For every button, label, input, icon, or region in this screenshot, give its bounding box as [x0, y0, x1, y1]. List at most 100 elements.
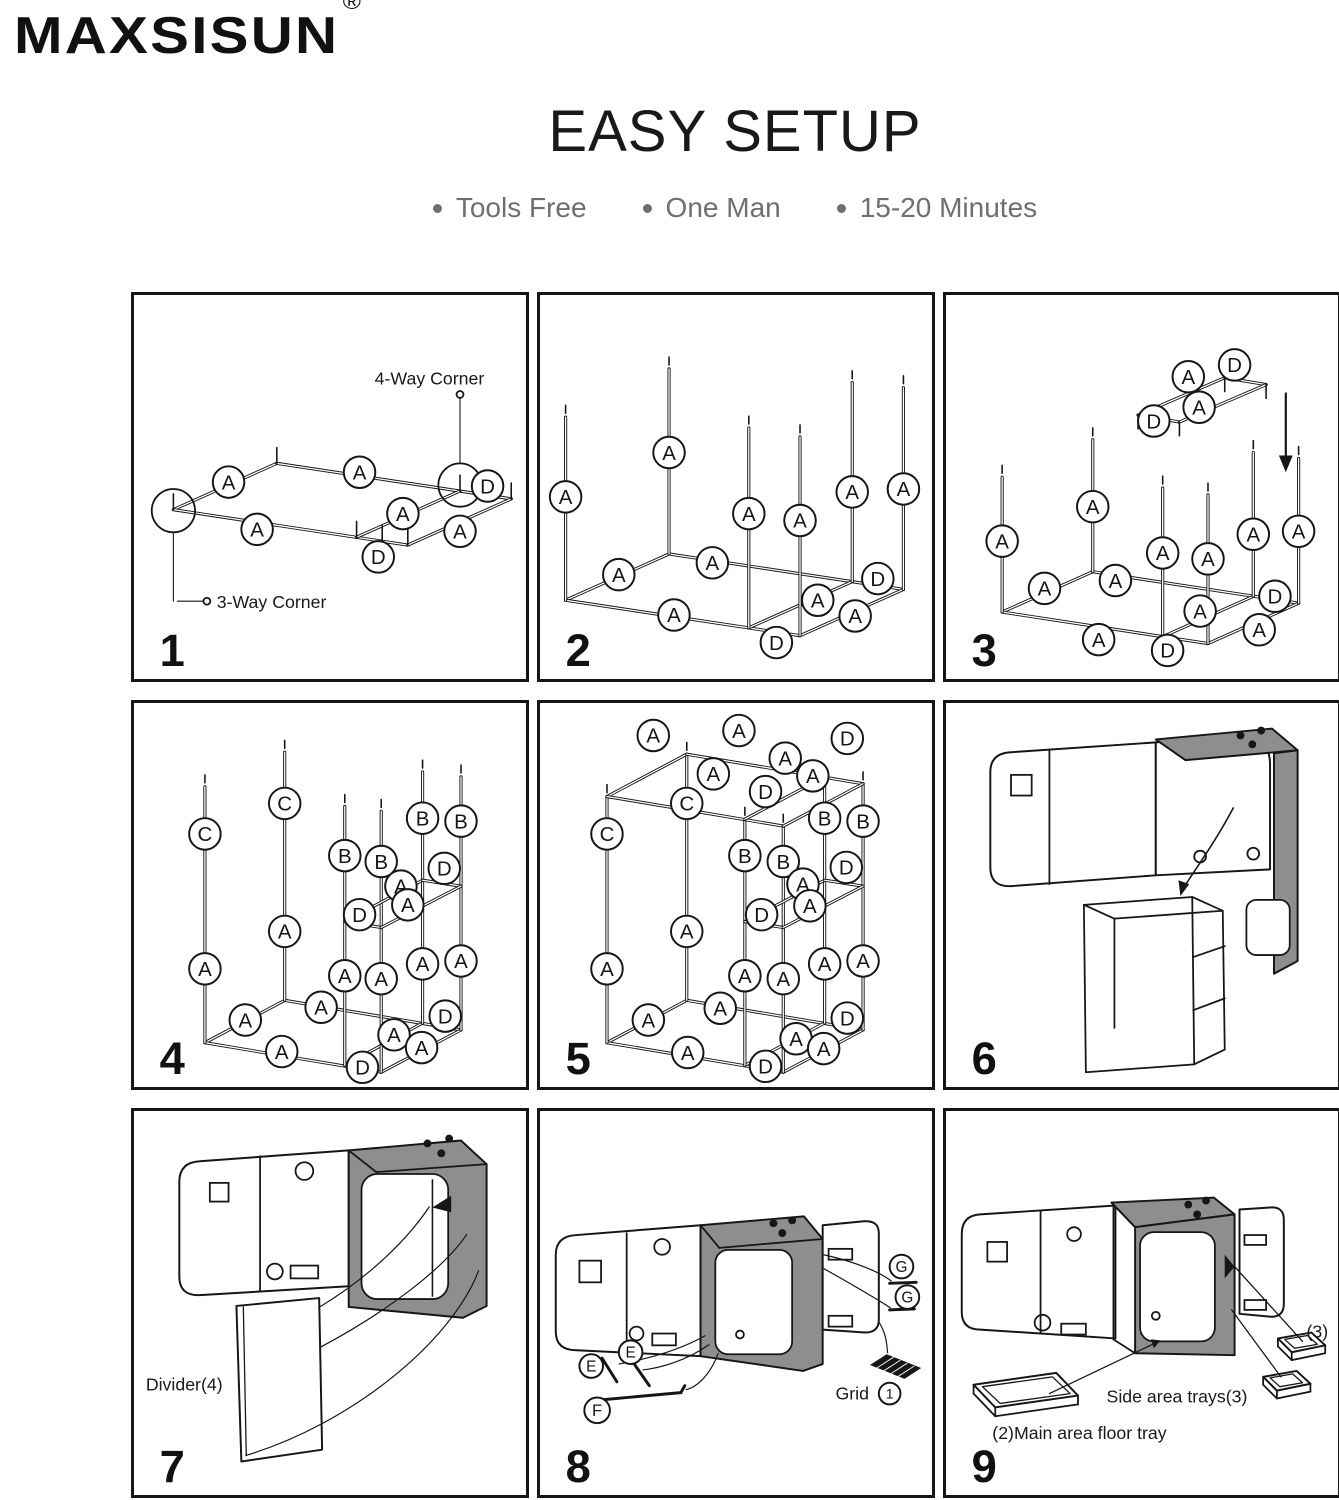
- svg-text:A: A: [1038, 578, 1052, 601]
- step-9-figure: (3)Side area trays(3)(2)Main area floor …: [960, 1196, 1328, 1492]
- part-marker-G: G: [894, 1284, 921, 1310]
- svg-text:A: A: [707, 763, 721, 786]
- panel-number: 3: [972, 625, 997, 676]
- svg-text:A: A: [818, 953, 832, 976]
- svg-text:C: C: [679, 793, 694, 816]
- svg-text:A: A: [396, 503, 410, 526]
- svg-text:A: A: [387, 1024, 401, 1047]
- part-marker-A: A: [985, 524, 1019, 558]
- part-marker-B: B: [364, 844, 398, 879]
- svg-text:A: A: [250, 519, 264, 542]
- part-marker-A: A: [443, 514, 477, 549]
- part-marker-A: A: [211, 465, 246, 499]
- svg-text:A: A: [612, 564, 626, 587]
- bullet-label: One Man: [665, 192, 781, 223]
- part-marker-E: E: [578, 1353, 605, 1379]
- part-marker-A: A: [1182, 390, 1216, 424]
- part-marker-A: A: [1183, 594, 1217, 628]
- part-marker-A: A: [602, 557, 636, 592]
- part-marker-D: D: [744, 897, 779, 932]
- part-marker-C: C: [670, 786, 704, 821]
- part-marker-A: A: [768, 741, 802, 775]
- part-marker-A: A: [386, 496, 420, 531]
- part-marker-G: G: [888, 1253, 915, 1280]
- svg-text:C: C: [600, 823, 615, 846]
- svg-text:1: 1: [886, 1386, 894, 1402]
- part-marker-D: D: [342, 897, 377, 932]
- bullet-dot-icon: [836, 203, 846, 213]
- svg-text:A: A: [642, 1009, 656, 1032]
- svg-text:B: B: [338, 845, 352, 868]
- svg-text:G: G: [901, 1290, 913, 1307]
- svg-text:F: F: [592, 1401, 602, 1420]
- part-marker-D: D: [830, 721, 865, 756]
- svg-text:B: B: [374, 851, 388, 874]
- svg-text:D: D: [1146, 410, 1161, 433]
- svg-text:A: A: [278, 921, 292, 944]
- svg-text:A: A: [1109, 570, 1123, 593]
- bullet-label: Tools Free: [455, 192, 587, 223]
- svg-text:A: A: [1292, 521, 1306, 544]
- svg-text:B: B: [856, 810, 870, 833]
- svg-text:A: A: [803, 895, 817, 918]
- part-marker-A: A: [846, 944, 880, 978]
- part-marker-A: A: [267, 914, 302, 949]
- part-marker-A: A: [766, 961, 801, 996]
- part-marker-A: A: [1281, 514, 1316, 549]
- svg-text:A: A: [713, 997, 727, 1020]
- panel-number: 4: [160, 1033, 185, 1084]
- part-marker-B: B: [728, 838, 762, 873]
- part-marker-B: B: [766, 844, 801, 879]
- svg-text:A: A: [1086, 496, 1100, 519]
- part-marker-A: A: [695, 546, 730, 580]
- annotation-label: (3): [1306, 1321, 1328, 1341]
- part-marker-A: A: [391, 888, 425, 922]
- part-marker-A: A: [240, 512, 274, 547]
- part-marker-A: A: [548, 480, 583, 514]
- svg-text:A: A: [275, 1041, 289, 1064]
- part-marker-D: D: [428, 999, 462, 1033]
- svg-text:D: D: [839, 857, 854, 880]
- svg-text:C: C: [198, 823, 213, 846]
- bullet-label: 15-20 Minutes: [859, 192, 1038, 223]
- part-marker-F: F: [583, 1396, 611, 1425]
- bullet-one-man: One Man: [642, 192, 781, 224]
- svg-text:A: A: [338, 965, 352, 988]
- svg-text:A: A: [1156, 542, 1170, 565]
- part-marker-A: A: [838, 599, 872, 633]
- svg-text:D: D: [480, 475, 495, 498]
- part-marker-A: A: [703, 991, 737, 1025]
- panel-number: 2: [566, 625, 591, 676]
- brand-logo-text: MAXSISUN: [14, 7, 340, 65]
- part-marker-A: A: [342, 455, 377, 489]
- part-marker-A: A: [328, 958, 362, 993]
- svg-text:A: A: [776, 968, 790, 991]
- part-marker-A: A: [1191, 542, 1225, 576]
- svg-text:A: A: [222, 471, 236, 494]
- part-marker-A: A: [670, 914, 704, 949]
- part-marker-D: D: [427, 851, 461, 886]
- part-marker-A: A: [801, 583, 835, 617]
- svg-text:A: A: [600, 958, 614, 981]
- svg-text:A: A: [811, 589, 825, 612]
- part-marker-A: A: [404, 1030, 439, 1065]
- svg-text:E: E: [586, 1358, 596, 1375]
- page-title: EASY SETUP: [548, 99, 922, 164]
- part-marker-B: B: [328, 838, 362, 873]
- svg-text:A: A: [789, 1028, 803, 1051]
- part-marker-B: B: [807, 801, 842, 835]
- part-marker-C: C: [188, 817, 222, 851]
- part-marker-C: C: [590, 817, 624, 851]
- svg-text:D: D: [1268, 586, 1283, 609]
- svg-text:A: A: [238, 1009, 252, 1032]
- bullet-dot-icon: [432, 203, 442, 213]
- part-marker-C: C: [267, 786, 302, 821]
- part-marker-D: D: [759, 625, 794, 660]
- svg-text:A: A: [646, 725, 660, 748]
- part-marker-A: A: [779, 1022, 813, 1056]
- part-marker-A: A: [304, 990, 338, 1024]
